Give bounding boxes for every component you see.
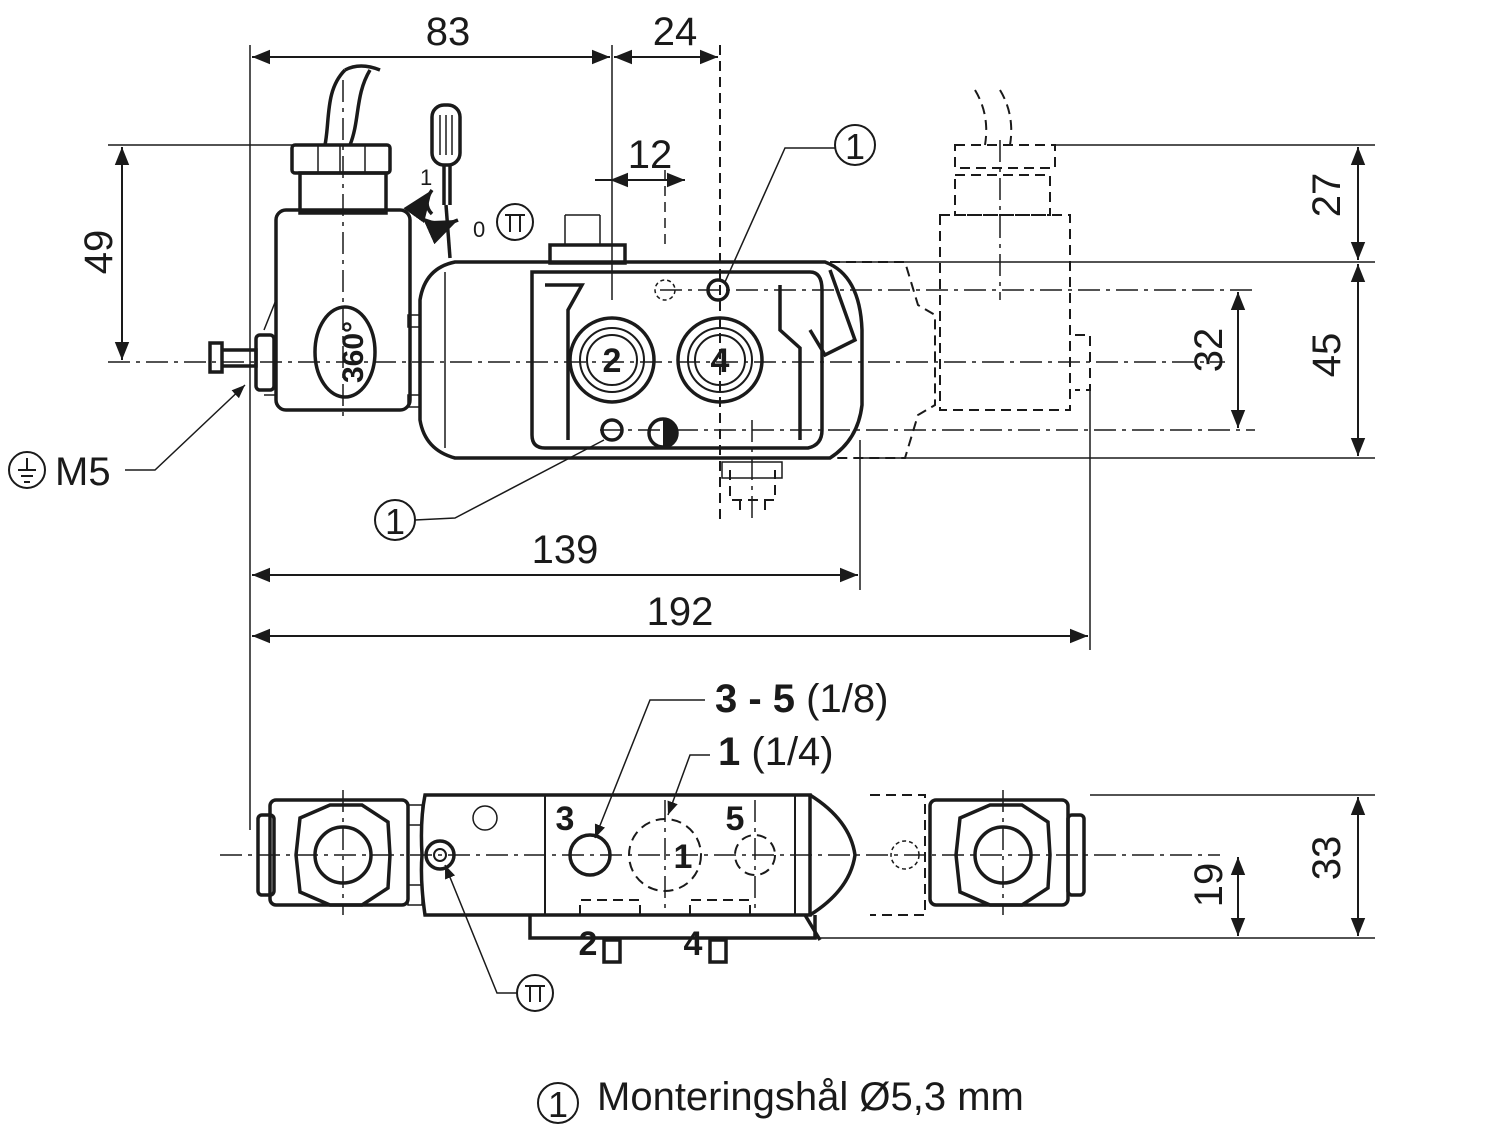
top-port-2: 2 <box>603 342 622 380</box>
callout-marker-bottom-text: 1 <box>385 501 405 542</box>
top-port-4: 4 <box>711 342 730 380</box>
callout-marker-top <box>834 124 876 166</box>
port-35-bold: 3 - 5 <box>715 677 795 721</box>
bottom-port-3: 3 <box>556 800 575 838</box>
legend-text: Monteringshål Ø5,3 mm <box>597 1075 1024 1119</box>
dim-45: 45 <box>1305 333 1349 378</box>
dim-139: 139 <box>532 528 599 572</box>
right-solenoid-coil-dashed <box>729 89 1091 512</box>
bottom-port-5: 5 <box>726 800 745 838</box>
dim-49: 49 <box>77 230 121 275</box>
dim-19: 19 <box>1187 863 1231 908</box>
dim-83: 83 <box>426 10 471 54</box>
bottom-port-1: 1 <box>674 838 693 876</box>
port-1-thread: (1/4) <box>751 730 833 774</box>
port-35-thread: (1/8) <box>806 677 888 721</box>
port-1-label: 1 (1/4) <box>718 730 834 774</box>
legend: 1 Monteringshål Ø5,3 mm <box>537 1075 1024 1125</box>
rotation-label: 360° <box>337 321 370 383</box>
pos1-label: 1 <box>420 165 432 190</box>
legend-marker <box>537 1082 579 1124</box>
left-solenoid-coil: 360° <box>208 64 421 420</box>
dim-27: 27 <box>1305 173 1349 218</box>
bottom-view: 3 1 5 2 4 33 19 3 - 5 (1/8) 1 (1/4) <box>220 677 1375 1012</box>
bottom-port-4: 4 <box>684 925 703 963</box>
callout-marker-top-text: 1 <box>845 126 865 167</box>
ground-symbol <box>8 451 46 489</box>
legend-marker-text: 1 <box>548 1084 568 1125</box>
screwdriver-icon: 1 0 <box>403 103 534 259</box>
pos0-label: 0 <box>473 217 485 242</box>
port-1-bold: 1 <box>718 730 740 774</box>
dim-32: 32 <box>1187 328 1231 373</box>
dim-33: 33 <box>1305 836 1349 881</box>
dim-12: 12 <box>628 133 673 177</box>
port-35-label: 3 - 5 (1/8) <box>715 677 888 721</box>
top-view: 83 24 12 49 360° <box>8 10 1375 830</box>
bottom-port-2: 2 <box>579 925 598 963</box>
ground-m5-label: M5 <box>55 450 111 494</box>
dim-24: 24 <box>653 10 698 54</box>
valve-body: 2 4 <box>418 214 864 520</box>
dim-192: 192 <box>647 590 714 634</box>
